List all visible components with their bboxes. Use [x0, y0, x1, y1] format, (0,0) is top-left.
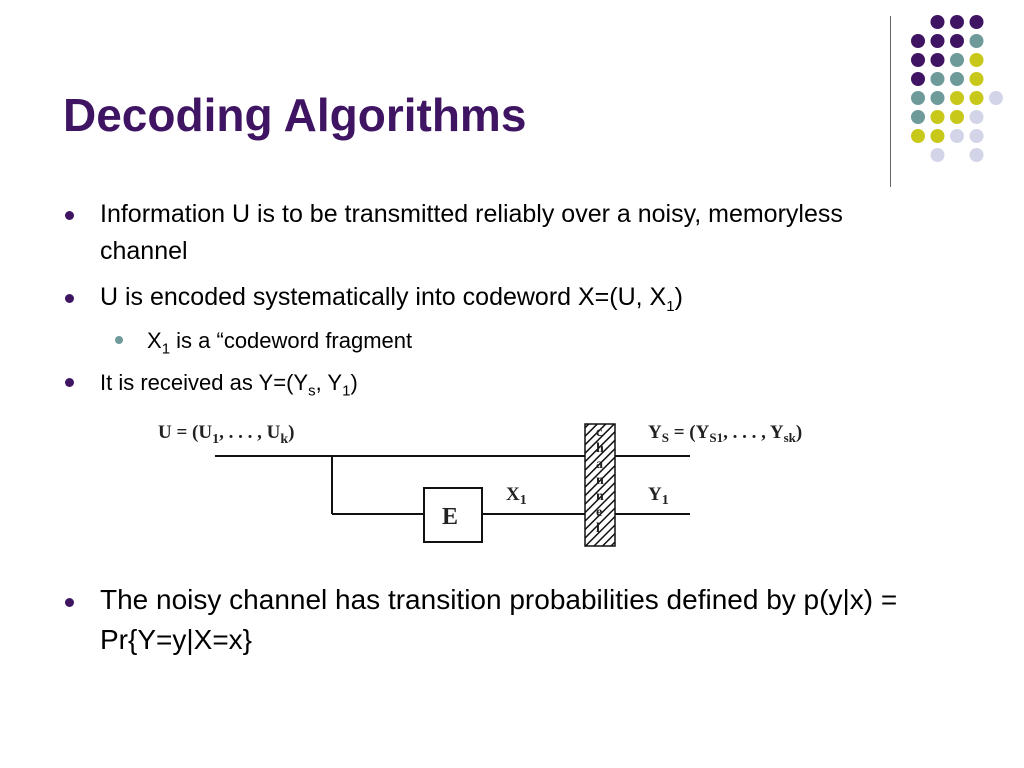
bullet-marker	[65, 294, 74, 303]
bullet-4-text: The noisy channel has transition probabi…	[100, 584, 898, 655]
channel-letter: l	[596, 521, 600, 536]
encoder-box	[423, 487, 483, 543]
channel-letter: h	[596, 441, 604, 456]
channel-letter: c	[596, 425, 602, 440]
channel-label: channel	[596, 425, 604, 536]
bullet-2-text: U is encoded systematically into codewor…	[100, 283, 683, 315]
ys-label: YS = (YS1, . . . , Ysk)	[648, 422, 802, 445]
decorative-dot	[911, 110, 925, 124]
decorative-dot	[969, 34, 984, 48]
bullet-marker	[65, 598, 74, 607]
decorative-dot	[911, 72, 925, 86]
decorative-dot	[969, 72, 984, 86]
channel-letter: e	[596, 505, 602, 520]
sub-bullet-marker	[115, 336, 123, 344]
decorative-dot	[969, 53, 984, 67]
channel-letter: n	[596, 489, 604, 504]
y1-label: Y1	[648, 484, 669, 508]
decorative-dot	[950, 34, 964, 48]
decorative-dot	[969, 110, 984, 124]
decorative-dot	[950, 15, 964, 29]
divider-line	[890, 16, 891, 187]
decorative-dot	[930, 148, 945, 162]
decorative-dot-grid	[911, 15, 1003, 162]
decorative-dot	[969, 15, 984, 29]
decorative-dot	[950, 72, 964, 86]
decorative-dot	[930, 53, 945, 67]
decorative-dot	[950, 129, 964, 143]
sub-bullet-text: X1 is a “codeword fragment	[147, 328, 413, 358]
decorative-dot	[950, 53, 964, 67]
decorative-dot	[950, 91, 964, 105]
bullet-marker	[65, 378, 74, 387]
channel-letter: n	[596, 473, 604, 488]
decorative-dot	[969, 91, 984, 105]
slide-title: Decoding Algorithms	[63, 89, 527, 141]
x1-label: X1	[506, 484, 527, 508]
decorative-dot	[911, 34, 925, 48]
bullet-3-text: It is received as Y=(Ys, Y1)	[100, 370, 358, 400]
channel-letter: a	[596, 457, 603, 472]
decorative-dot	[969, 148, 984, 162]
decorative-dot	[930, 129, 945, 143]
bullet-1-text: Information U is to be transmitted relia…	[100, 200, 843, 265]
decorative-dot	[911, 129, 925, 143]
decorative-dot	[930, 34, 945, 48]
decorative-dot	[969, 129, 984, 143]
decorative-dot	[950, 110, 964, 124]
encoder-label: E	[442, 504, 458, 530]
decorative-dot	[911, 53, 925, 67]
decorative-dot	[930, 110, 945, 124]
input-label: U = (U1, . . . , Uk)	[158, 422, 294, 447]
decorative-dot	[930, 15, 945, 29]
decorative-dot	[930, 72, 945, 86]
decorative-dot	[930, 91, 945, 105]
channel-diagram: U = (U1, . . . , Uk) E X1 channel YS = (…	[158, 422, 802, 547]
decorative-dot	[911, 91, 925, 105]
channel-block	[584, 423, 616, 547]
decorative-dot	[989, 91, 1003, 105]
bullet-marker	[65, 211, 74, 220]
